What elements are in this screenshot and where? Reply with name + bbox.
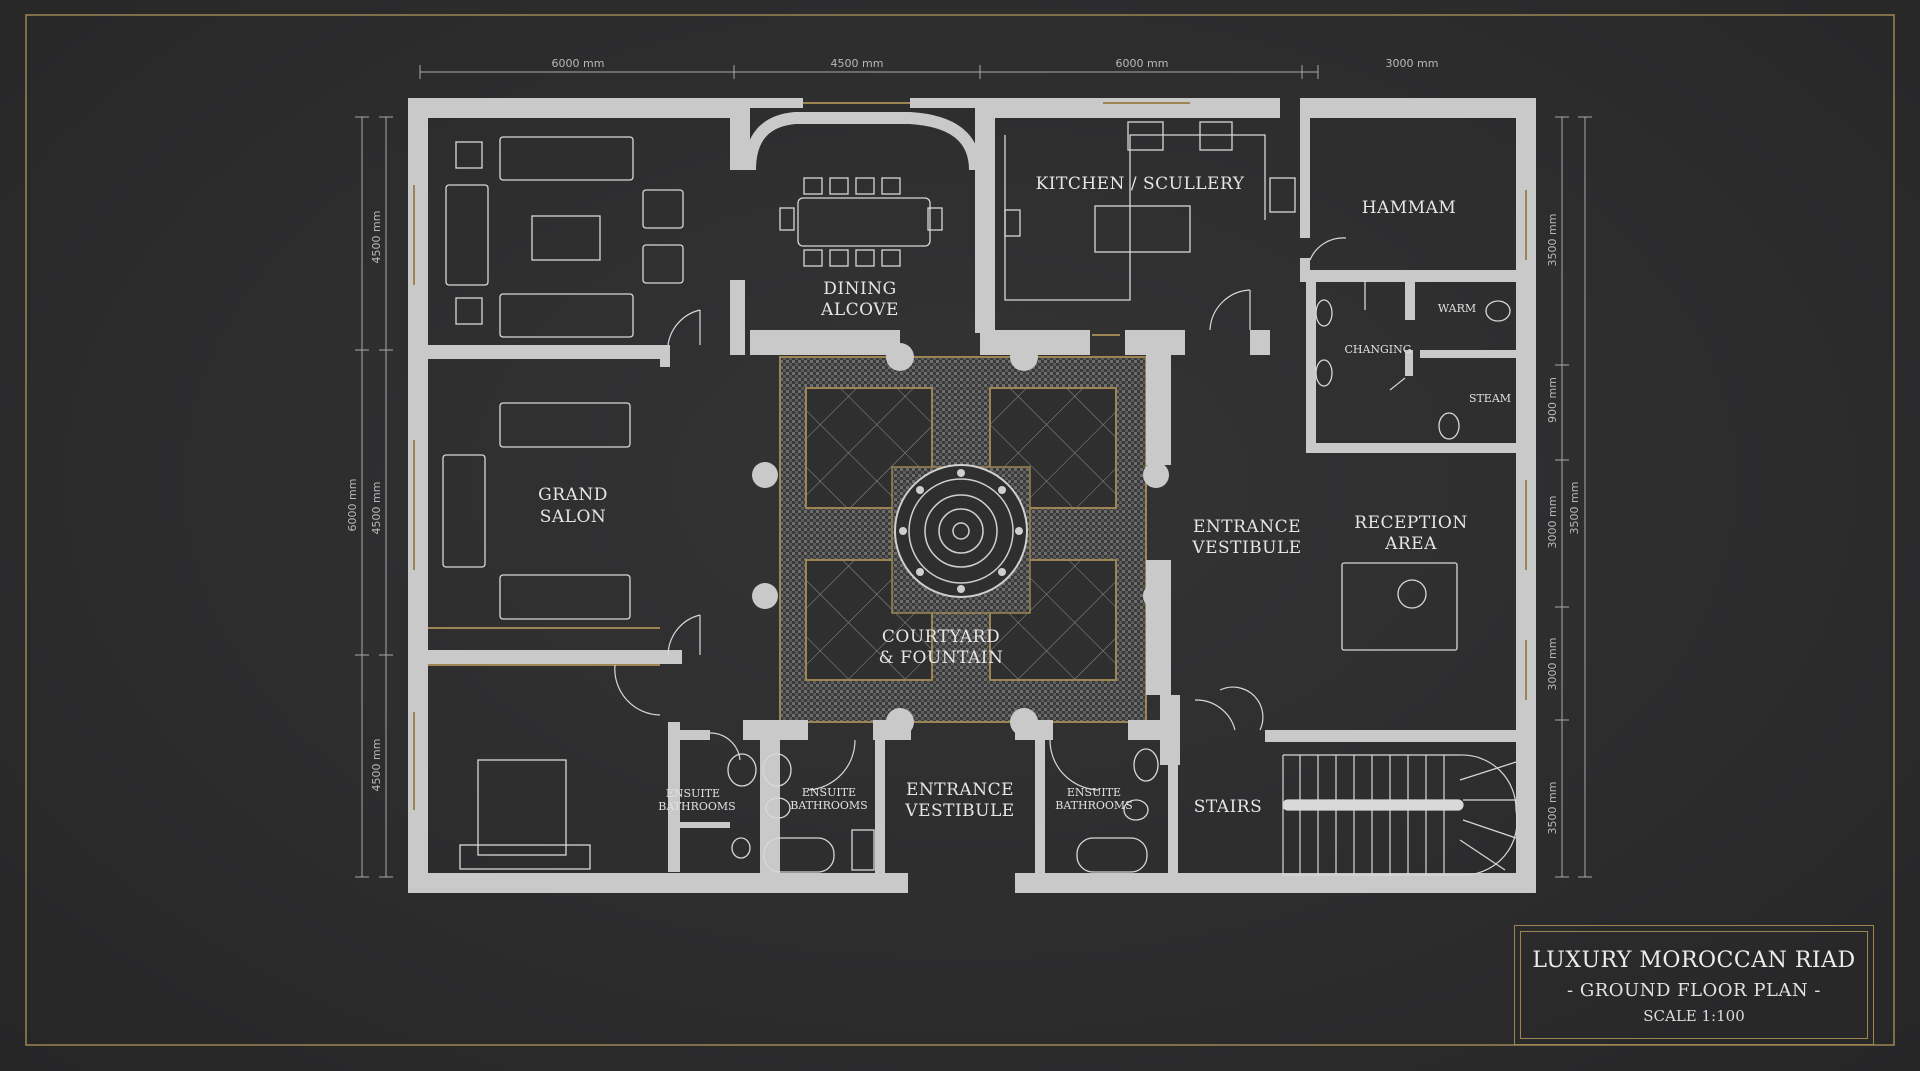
columns <box>752 343 1169 736</box>
room-warm: WARM <box>1438 302 1476 315</box>
dim-right-3: 3000 mm <box>1546 496 1559 549</box>
dim-top-1: 6000 mm <box>552 57 605 70</box>
room-reception-2: AREA <box>1384 534 1437 554</box>
dim-top-2: 4500 mm <box>831 57 884 70</box>
dim-left-outer: 6000 mm <box>346 479 359 532</box>
room-ensuite-c-2: BATHROOMS <box>1055 799 1132 812</box>
dim-top-3: 6000 mm <box>1116 57 1169 70</box>
windows <box>413 102 1527 810</box>
dimension-lines <box>355 65 1592 878</box>
dimension-labels: 6000 mm 4500 mm 6000 mm 3000 mm 4500 mm … <box>346 57 1581 834</box>
dining-arch <box>744 112 981 171</box>
room-salon-1: GRAND <box>538 485 608 505</box>
dim-right-1: 3500 mm <box>1546 214 1559 267</box>
sheet-border <box>25 14 1895 1046</box>
room-kitchen: KITCHEN / SCULLERY <box>1036 174 1245 194</box>
door-swings <box>614 237 1406 791</box>
stair-flight <box>1282 754 1518 876</box>
room-ensuite-b-1: ENSUITE <box>802 786 856 799</box>
room-ensuite-c-1: ENSUITE <box>1067 786 1121 799</box>
room-vestibule-south-2: VESTIBULE <box>904 801 1014 821</box>
dim-right-4: 3000 mm <box>1546 638 1559 691</box>
plan-subtitle: - GROUND FLOOR PLAN - <box>1567 980 1821 1001</box>
dim-left-2: 4500 mm <box>370 482 383 535</box>
room-vestibule-south-1: ENTRANCE <box>906 780 1014 800</box>
title-block: LUXURY MOROCCAN RIAD - GROUND FLOOR PLAN… <box>1514 925 1874 1045</box>
room-reception-1: RECEPTION <box>1354 513 1467 533</box>
plan-title: LUXURY MOROCCAN RIAD <box>1532 948 1856 973</box>
room-vestibule-east-2: VESTIBULE <box>1191 538 1301 558</box>
dim-right-outer: 3500 mm <box>1568 482 1581 535</box>
fountain <box>894 464 1028 598</box>
room-labels: DINING ALCOVE KITCHEN / SCULLERY HAMMAM … <box>538 174 1511 821</box>
dim-left-3: 4500 mm <box>370 739 383 792</box>
walls <box>408 98 1536 893</box>
dim-top-4: 3000 mm <box>1386 57 1439 70</box>
room-dining-1: DINING <box>823 279 896 299</box>
room-courtyard-1: COURTYARD <box>882 627 1000 647</box>
room-ensuite-b-2: BATHROOMS <box>790 799 867 812</box>
room-steam: STEAM <box>1469 392 1511 405</box>
courtyard <box>779 356 1147 723</box>
room-dining-2: ALCOVE <box>820 300 899 320</box>
title-block-inner-frame <box>1520 931 1868 1039</box>
room-hammam: HAMMAM <box>1362 198 1457 218</box>
plan-scale: SCALE 1:100 <box>1643 1007 1745 1025</box>
room-changing: CHANGING <box>1344 343 1411 356</box>
dim-left-1: 4500 mm <box>370 211 383 264</box>
room-ensuite-a-2: BATHROOMS <box>658 800 735 813</box>
room-ensuite-a-1: ENSUITE <box>666 787 720 800</box>
room-salon-2: SALON <box>540 507 607 527</box>
furniture <box>442 121 1511 873</box>
room-stairs: STAIRS <box>1194 797 1263 817</box>
room-vestibule-east-1: ENTRANCE <box>1193 517 1301 537</box>
room-courtyard-2: & FOUNTAIN <box>879 648 1004 668</box>
dim-right-2: 900 mm <box>1546 377 1559 423</box>
dim-right-5: 3500 mm <box>1546 782 1559 835</box>
